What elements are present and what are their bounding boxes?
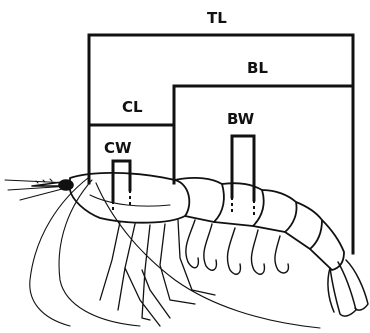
total-length-label: TL (207, 11, 227, 26)
carapace-width-label: CW (104, 141, 132, 156)
carapace-length-label: CL (122, 100, 143, 115)
body-width-label: BW (227, 112, 254, 127)
body-length-label: BL (247, 61, 268, 76)
